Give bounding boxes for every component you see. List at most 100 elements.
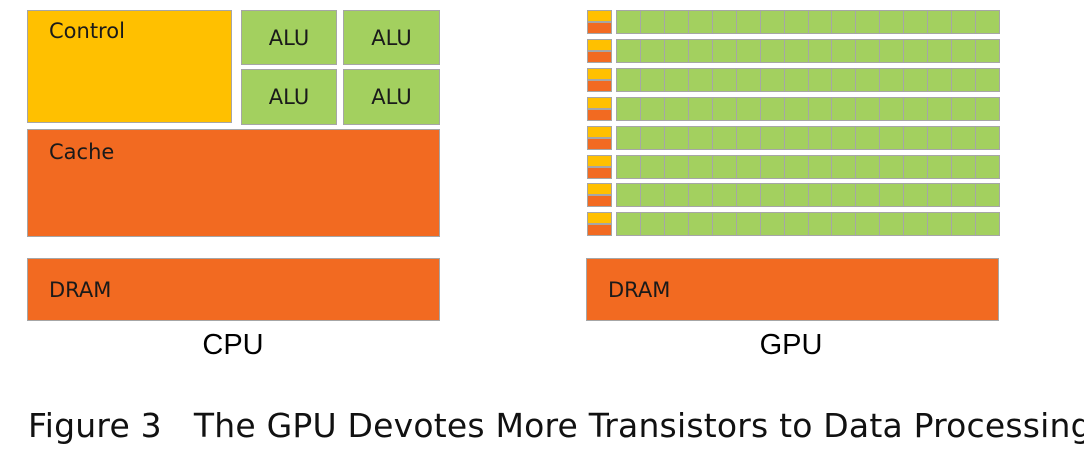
gpu-alu-cell bbox=[807, 38, 833, 63]
gpu-alu-cell bbox=[927, 154, 953, 179]
gpu-control-unit bbox=[587, 10, 612, 22]
gpu-alu-cell bbox=[735, 154, 761, 179]
gpu-alu-cell bbox=[903, 38, 929, 63]
gpu-control-unit bbox=[587, 67, 612, 80]
gpu-alu-cell bbox=[759, 10, 785, 34]
gpu-alu-cell bbox=[711, 125, 737, 150]
gpu-alu-cell bbox=[975, 10, 1000, 34]
cpu-control-block: Control bbox=[27, 10, 232, 123]
gpu-alu-cell bbox=[807, 10, 833, 34]
gpu-alu-cell bbox=[831, 212, 857, 237]
gpu-title: GPU bbox=[759, 329, 823, 361]
gpu-control-unit bbox=[587, 125, 612, 138]
gpu-alu-cell bbox=[759, 67, 785, 92]
gpu-alu-cell bbox=[927, 125, 953, 150]
gpu-alu-cell bbox=[687, 125, 713, 150]
gpu-alu-cell bbox=[807, 154, 833, 179]
gpu-alu-cell bbox=[927, 96, 953, 121]
gpu-alu-cell bbox=[831, 125, 857, 150]
gpu-alu-cell bbox=[711, 183, 737, 208]
gpu-alu-cell bbox=[735, 67, 761, 92]
gpu-alu-cell bbox=[927, 212, 953, 237]
gpu-alu-cell bbox=[616, 183, 641, 208]
gpu-alu-cell bbox=[975, 96, 1000, 121]
figure-caption: Figure 3 The GPU Devotes More Transistor… bbox=[28, 406, 1084, 445]
gpu-control-unit bbox=[587, 212, 612, 225]
gpu-alu-cell bbox=[687, 96, 713, 121]
gpu-alu-cell bbox=[927, 67, 953, 92]
gpu-control-unit bbox=[587, 183, 612, 196]
gpu-alu-cell bbox=[783, 183, 809, 208]
gpu-alu-cell bbox=[735, 212, 761, 237]
gpu-control-unit bbox=[587, 38, 612, 51]
gpu-alu-cell bbox=[831, 96, 857, 121]
gpu-alu-cell bbox=[903, 212, 929, 237]
gpu-alu-cell bbox=[711, 67, 737, 92]
gpu-alu-cell bbox=[639, 67, 665, 92]
gpu-alu-cell bbox=[687, 38, 713, 63]
gpu-alu-cell bbox=[711, 96, 737, 121]
gpu-alu-cell bbox=[663, 183, 689, 208]
gpu-alu-cell bbox=[783, 154, 809, 179]
cpu-dram-label: DRAM bbox=[49, 278, 112, 302]
gpu-alu-cell bbox=[855, 154, 881, 179]
gpu-alu-cell bbox=[639, 10, 665, 34]
gpu-alu-cell bbox=[783, 96, 809, 121]
gpu-alu-cell bbox=[639, 154, 665, 179]
gpu-alu-cell bbox=[879, 67, 905, 92]
gpu-alu-cell bbox=[663, 125, 689, 150]
gpu-alu-cell bbox=[975, 125, 1000, 150]
gpu-alu-cell bbox=[831, 67, 857, 92]
cpu-cache-label: Cache bbox=[49, 140, 115, 164]
gpu-alu-cell bbox=[879, 154, 905, 179]
gpu-alu-cell bbox=[735, 38, 761, 63]
gpu-alu-cell bbox=[879, 125, 905, 150]
gpu-alu-cell bbox=[735, 125, 761, 150]
gpu-alu-cell bbox=[831, 154, 857, 179]
cpu-alu-block: ALU bbox=[241, 10, 337, 65]
gpu-alu-cell bbox=[687, 154, 713, 179]
cpu-alu-label: ALU bbox=[371, 85, 412, 109]
gpu-control-unit bbox=[587, 154, 612, 167]
gpu-alu-cell bbox=[927, 10, 953, 34]
gpu-alu-cell bbox=[639, 183, 665, 208]
gpu-cache-unit bbox=[587, 224, 612, 237]
gpu-alu-cell bbox=[783, 125, 809, 150]
cpu-alu-label: ALU bbox=[371, 25, 412, 50]
gpu-alu-cell bbox=[663, 10, 689, 34]
gpu-alu-cell bbox=[831, 38, 857, 63]
cpu-alu-block: ALU bbox=[343, 69, 440, 125]
gpu-alu-cell bbox=[711, 10, 737, 34]
gpu-alu-cell bbox=[903, 154, 929, 179]
gpu-alu-cell bbox=[975, 212, 1000, 237]
gpu-alu-cell bbox=[975, 67, 1000, 92]
gpu-alu-cell bbox=[639, 96, 665, 121]
gpu-alu-cell bbox=[855, 10, 881, 34]
gpu-alu-cell bbox=[879, 212, 905, 237]
gpu-alu-cell bbox=[855, 212, 881, 237]
gpu-alu-cell bbox=[687, 10, 713, 34]
gpu-alu-cell bbox=[927, 183, 953, 208]
gpu-alu-cell bbox=[951, 38, 977, 63]
cpu-control-label: Control bbox=[49, 19, 125, 43]
gpu-alu-cell bbox=[903, 96, 929, 121]
gpu-alu-cell bbox=[951, 10, 977, 34]
gpu-alu-cell bbox=[951, 125, 977, 150]
gpu-alu-cell bbox=[783, 67, 809, 92]
cpu-alu-block: ALU bbox=[343, 10, 440, 65]
gpu-alu-cell bbox=[735, 183, 761, 208]
gpu-alu-cell bbox=[903, 67, 929, 92]
gpu-alu-cell bbox=[951, 154, 977, 179]
gpu-alu-cell bbox=[831, 10, 857, 34]
gpu-alu-cell bbox=[831, 183, 857, 208]
gpu-alu-cell bbox=[903, 183, 929, 208]
gpu-dram-block: DRAM bbox=[586, 258, 999, 321]
gpu-alu-cell bbox=[975, 154, 1000, 179]
gpu-alu-cell bbox=[807, 67, 833, 92]
gpu-alu-cell bbox=[807, 183, 833, 208]
gpu-alu-cell bbox=[639, 125, 665, 150]
gpu-cache-unit bbox=[587, 195, 612, 208]
gpu-alu-cell bbox=[903, 10, 929, 34]
gpu-cache-unit bbox=[587, 79, 612, 92]
gpu-alu-cell bbox=[783, 212, 809, 237]
